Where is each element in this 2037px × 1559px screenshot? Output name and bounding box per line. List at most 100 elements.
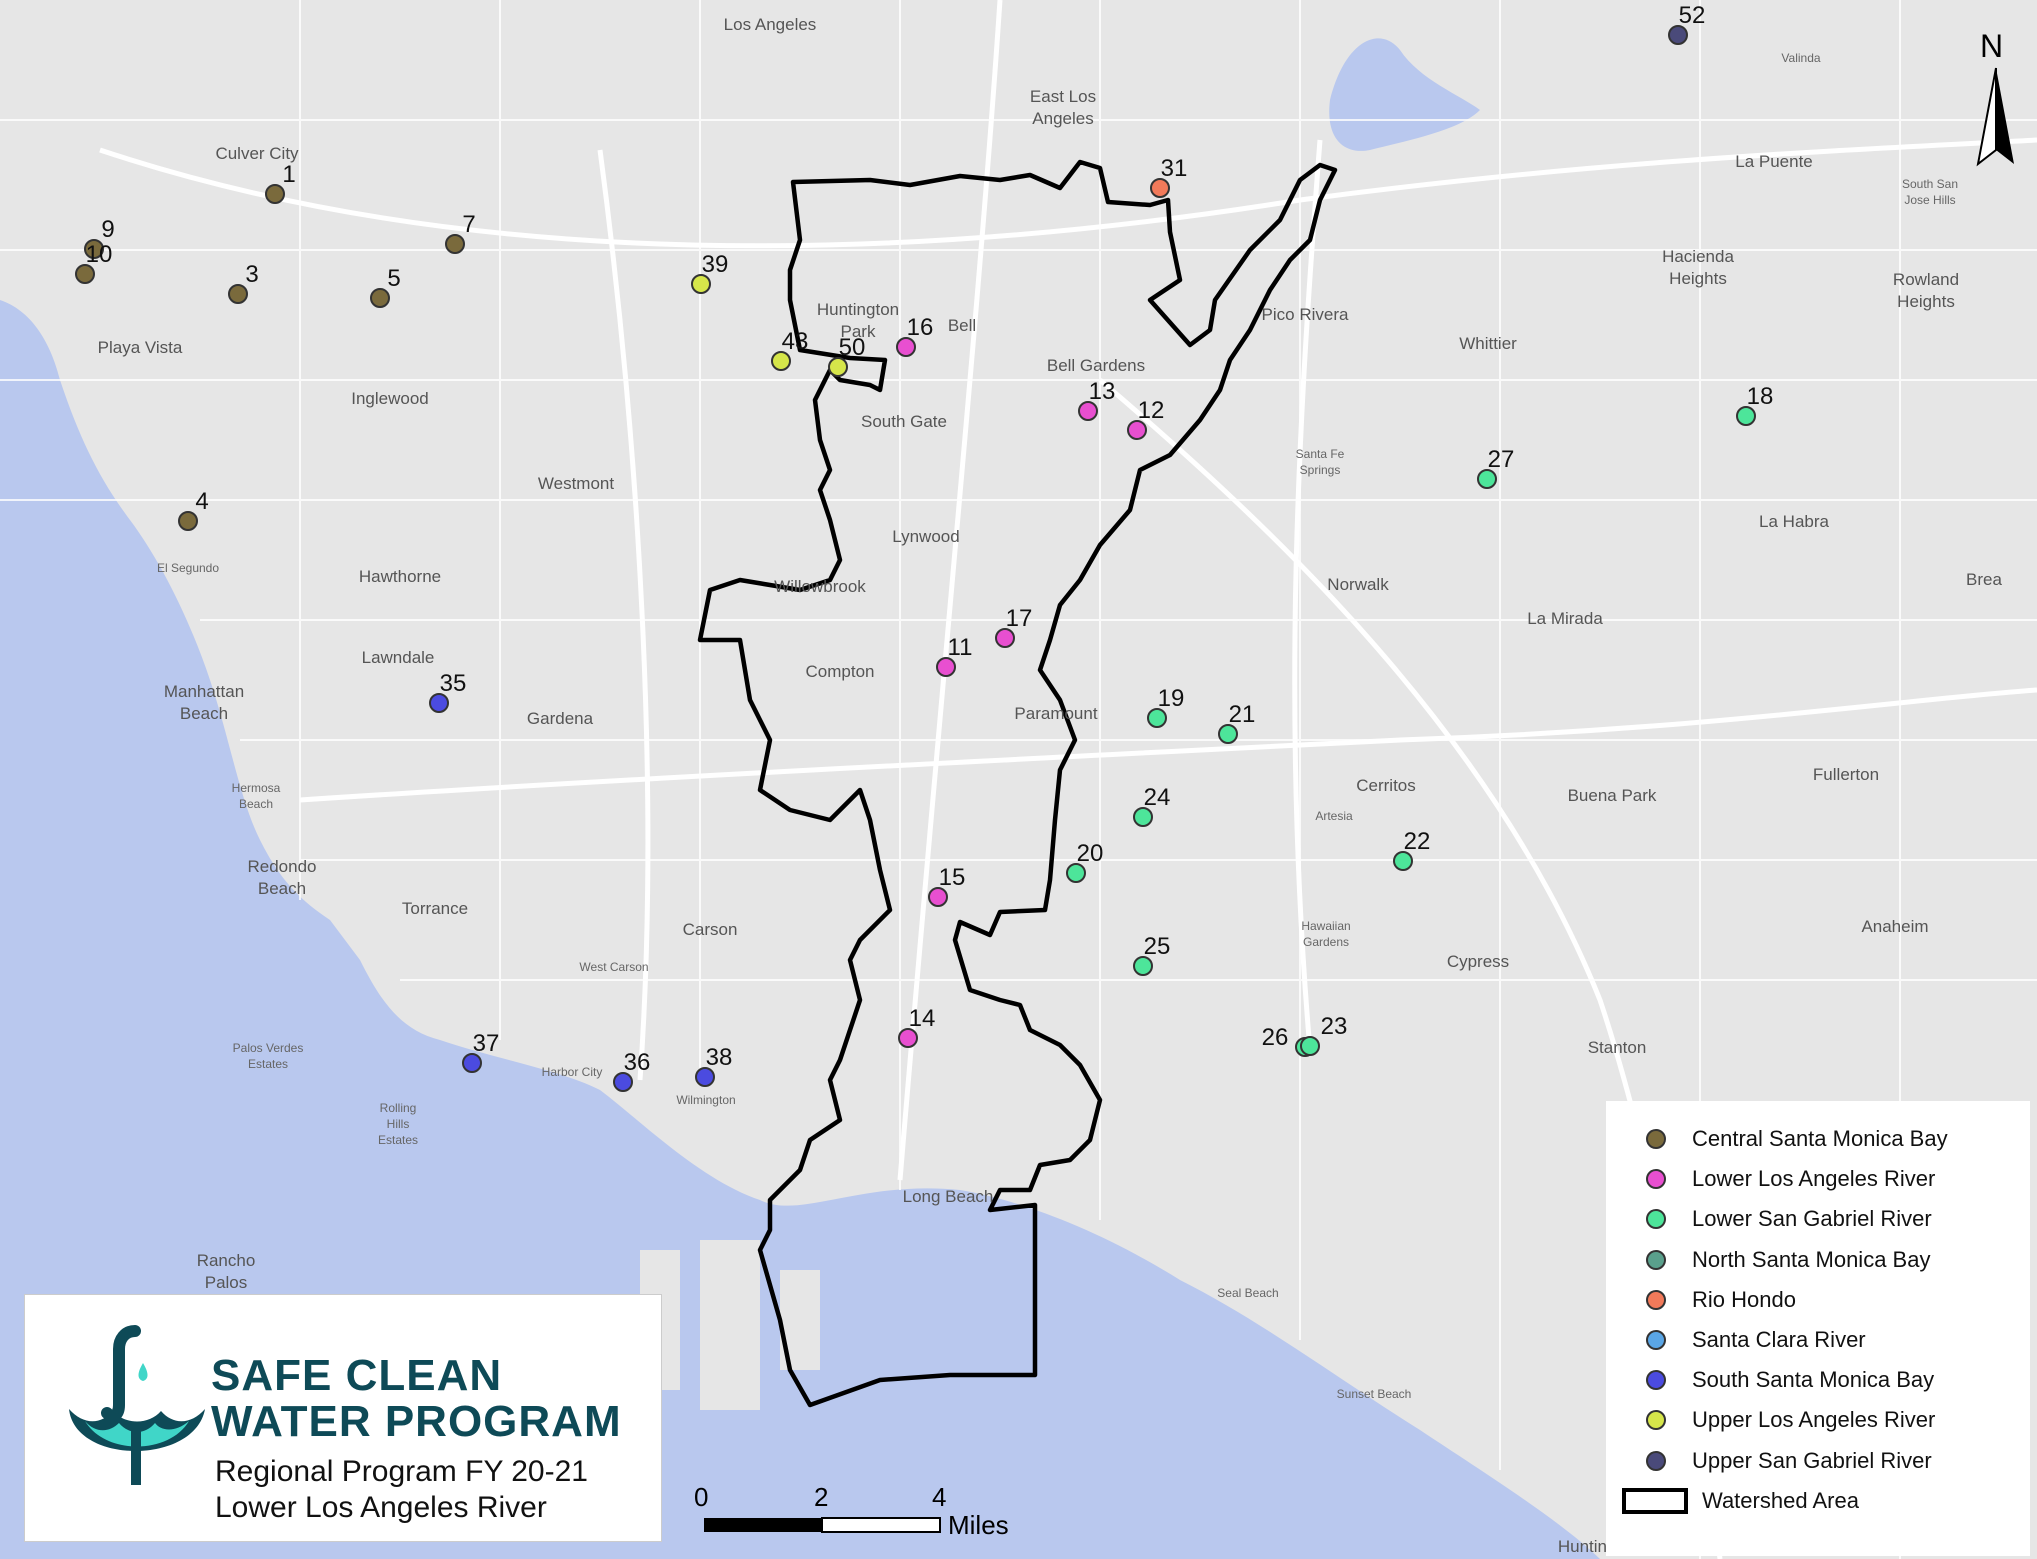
legend-label: North Santa Monica Bay bbox=[1692, 1246, 1931, 1272]
site-marker-13[interactable]: 13 bbox=[1078, 378, 1115, 421]
place-label: Angeles bbox=[1032, 109, 1093, 128]
site-id-label: 7 bbox=[462, 211, 475, 238]
site-id-label: 4 bbox=[195, 488, 208, 515]
site-dot[interactable] bbox=[1668, 25, 1688, 45]
place-label: Buena Park bbox=[1568, 786, 1657, 805]
site-marker-52[interactable]: 52 bbox=[1668, 2, 1705, 45]
site-dot[interactable] bbox=[691, 274, 711, 294]
site-dot[interactable] bbox=[771, 351, 791, 371]
site-marker-38[interactable]: 38 bbox=[695, 1044, 732, 1087]
site-marker-23[interactable]: 23 bbox=[1300, 1013, 1347, 1056]
place-label: Brea bbox=[1966, 570, 2002, 589]
site-dot[interactable] bbox=[370, 288, 390, 308]
site-dot[interactable] bbox=[84, 239, 104, 259]
site-dot[interactable] bbox=[1736, 406, 1756, 426]
site-id-label: 19 bbox=[1158, 685, 1185, 712]
place-label: Estates bbox=[248, 1057, 288, 1071]
site-marker-36[interactable]: 36 bbox=[613, 1049, 650, 1092]
place-label: Redondo bbox=[247, 857, 316, 876]
site-marker-21[interactable]: 21 bbox=[1218, 701, 1256, 744]
legend-swatch bbox=[1646, 1450, 1666, 1471]
site-marker-27[interactable]: 27 bbox=[1477, 446, 1514, 489]
site-marker-1[interactable]: 1 bbox=[265, 161, 296, 204]
site-marker-35[interactable]: 35 bbox=[429, 670, 466, 713]
site-marker-15[interactable]: 15 bbox=[928, 864, 965, 907]
scale-tick-2: 2 bbox=[814, 1482, 829, 1512]
site-marker-12[interactable]: 12 bbox=[1127, 397, 1164, 440]
place-label: Pico Rivera bbox=[1262, 305, 1349, 324]
legend-swatch bbox=[1646, 1129, 1666, 1150]
place-label: Norwalk bbox=[1327, 575, 1389, 594]
legend-swatch bbox=[1646, 1330, 1666, 1351]
site-marker-22[interactable]: 22 bbox=[1393, 828, 1430, 871]
legend-label: Rio Hondo bbox=[1692, 1286, 1796, 1312]
site-marker-14[interactable]: 14 bbox=[898, 1005, 935, 1048]
site-dot[interactable] bbox=[695, 1067, 715, 1087]
site-id-label: 26 bbox=[1262, 1024, 1289, 1051]
site-marker-16[interactable]: 16 bbox=[896, 314, 933, 357]
site-marker-20[interactable]: 20 bbox=[1066, 840, 1103, 883]
legend-swatch bbox=[1646, 1249, 1666, 1270]
site-marker-5[interactable]: 5 bbox=[370, 265, 401, 308]
logo-title-line1: SAFE CLEAN bbox=[211, 1351, 503, 1400]
site-marker-7[interactable]: 7 bbox=[445, 211, 476, 254]
site-marker-39[interactable]: 39 bbox=[691, 251, 728, 294]
site-dot[interactable] bbox=[429, 693, 449, 713]
legend-swatch bbox=[1646, 1289, 1666, 1310]
site-dot[interactable] bbox=[178, 511, 198, 531]
site-marker-50[interactable]: 50 bbox=[828, 334, 866, 377]
place-label: Inglewood bbox=[351, 389, 429, 408]
site-dot[interactable] bbox=[1127, 420, 1147, 440]
site-id-label: 21 bbox=[1229, 701, 1256, 728]
site-marker-3[interactable]: 3 bbox=[228, 261, 259, 304]
place-label: Hawthorne bbox=[359, 567, 441, 586]
site-id-label: 50 bbox=[839, 334, 866, 361]
site-dot[interactable] bbox=[1066, 863, 1086, 883]
site-marker-24[interactable]: 24 bbox=[1133, 784, 1170, 827]
site-dot[interactable] bbox=[896, 337, 916, 357]
site-dot[interactable] bbox=[1078, 401, 1098, 421]
site-dot[interactable] bbox=[1393, 851, 1413, 871]
site-marker-17[interactable]: 17 bbox=[995, 605, 1032, 648]
site-marker-19[interactable]: 19 bbox=[1147, 685, 1185, 728]
site-marker-10[interactable]: 10 bbox=[75, 241, 112, 284]
site-dot[interactable] bbox=[445, 234, 465, 254]
site-marker-18[interactable]: 18 bbox=[1736, 383, 1773, 426]
site-marker-11[interactable]: 11 bbox=[936, 634, 972, 677]
site-dot[interactable] bbox=[898, 1028, 918, 1048]
site-marker-4[interactable]: 4 bbox=[178, 488, 209, 531]
site-dot[interactable] bbox=[1218, 724, 1238, 744]
site-dot[interactable] bbox=[1150, 178, 1170, 198]
site-dot[interactable] bbox=[1147, 708, 1167, 728]
place-label: La Puente bbox=[1735, 152, 1813, 171]
site-marker-9[interactable]: 9 bbox=[84, 216, 115, 259]
place-label: South Gate bbox=[861, 412, 947, 431]
site-marker-37[interactable]: 37 bbox=[462, 1030, 499, 1073]
site-dot[interactable] bbox=[1133, 807, 1153, 827]
place-label: Carson bbox=[683, 920, 738, 939]
place-label: Cerritos bbox=[1356, 776, 1416, 795]
site-dot[interactable] bbox=[1300, 1036, 1320, 1056]
legend-swatch bbox=[1646, 1169, 1666, 1190]
site-dot[interactable] bbox=[75, 264, 95, 284]
site-dot[interactable] bbox=[828, 357, 848, 377]
place-label: Park bbox=[841, 322, 876, 341]
site-dot[interactable] bbox=[265, 184, 285, 204]
place-label: Springs bbox=[1300, 463, 1341, 477]
site-marker-25[interactable]: 25 bbox=[1133, 933, 1170, 976]
site-dot[interactable] bbox=[462, 1053, 482, 1073]
site-dot[interactable] bbox=[928, 887, 948, 907]
site-dot[interactable] bbox=[228, 284, 248, 304]
site-marker-43[interactable]: 43 bbox=[771, 328, 808, 371]
site-marker-31[interactable]: 31 bbox=[1150, 155, 1187, 198]
site-dot[interactable] bbox=[936, 657, 956, 677]
site-dot[interactable] bbox=[1477, 469, 1497, 489]
site-dot[interactable] bbox=[995, 628, 1015, 648]
umbrella-logo-icon bbox=[69, 1325, 205, 1485]
place-label: Palos bbox=[205, 1273, 248, 1292]
site-dot[interactable] bbox=[613, 1072, 633, 1092]
legend-item: South Santa Monica Bay bbox=[1646, 1360, 2030, 1400]
site-dot[interactable] bbox=[1133, 956, 1153, 976]
